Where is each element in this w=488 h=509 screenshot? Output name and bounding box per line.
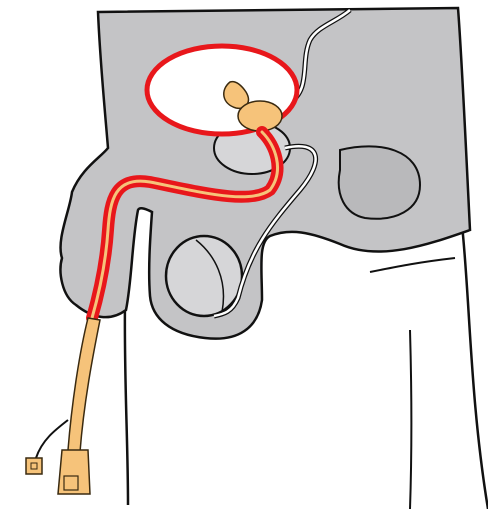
drain-connector <box>58 450 90 494</box>
hip-crease <box>370 258 455 272</box>
rectum <box>339 146 420 218</box>
valve-cap-small <box>26 458 42 474</box>
leg-inner-outline <box>125 300 128 505</box>
drainage-tube <box>68 318 100 452</box>
leg-outer-outline <box>462 225 488 509</box>
thigh-line <box>410 330 412 509</box>
